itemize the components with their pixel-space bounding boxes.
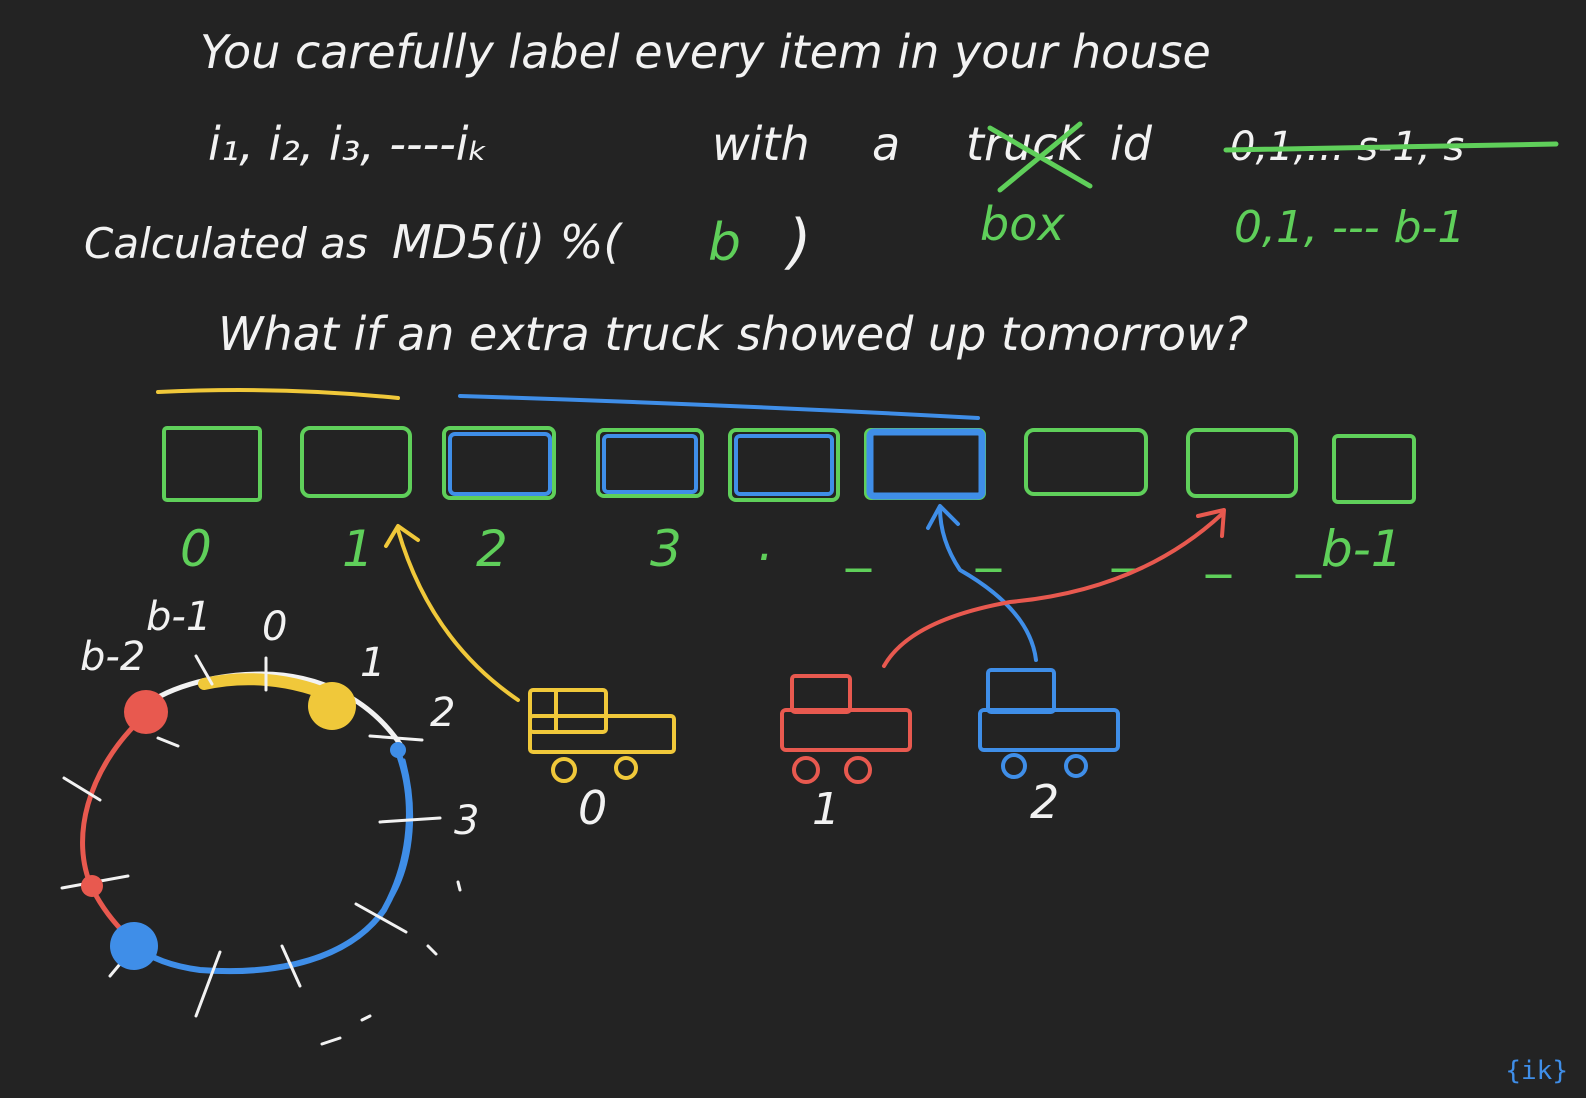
ring-node-blue-small <box>390 742 406 758</box>
ring-label-b-2: b-2 <box>80 634 145 680</box>
ring-labels: b-2 b-1 0 1 2 3 <box>80 594 479 844</box>
ring-label-3: 3 <box>454 798 479 844</box>
word-a: a <box>872 117 900 171</box>
box-4-blue <box>734 434 834 496</box>
truck-2-body <box>978 708 1120 752</box>
box-labels: 0 1 2 3 . _ _ _ _ _b-1 <box>180 514 1403 578</box>
truck-1-cab <box>790 674 852 714</box>
truck-2-cab <box>986 668 1056 714</box>
red-arrow <box>882 512 1224 668</box>
blue-arrowhead <box>926 504 960 530</box>
ring-blue-arc-2 <box>378 758 414 916</box>
box-8 <box>1332 434 1416 504</box>
item-sequence: i₁, i₂, i₃, ----iₖ <box>208 117 488 171</box>
ring-ticks <box>60 654 462 1046</box>
truck-2-wheel-2 <box>1064 754 1088 778</box>
box-label-2: 2 <box>476 520 508 578</box>
word-calculated-as: Calculated as <box>84 219 368 268</box>
box-label-0: 0 <box>180 520 212 578</box>
box-label-8: _ <box>1205 520 1232 578</box>
truck-0 <box>528 688 676 783</box>
text-line-1: You carefully label every item in your h… <box>200 25 1211 79</box>
truck-1-body <box>780 708 912 752</box>
truck-label-0: 0 <box>578 781 607 835</box>
brand-logo: {ik} <box>1505 1056 1568 1086</box>
blue-arrow <box>938 506 1038 662</box>
ring-blue-arc <box>133 749 412 975</box>
ring-label-b-1: b-1 <box>146 594 211 640</box>
box-label-1: 1 <box>342 520 374 578</box>
box-word: box <box>980 197 1065 251</box>
yellow-arrow <box>396 528 520 702</box>
old-range-strike <box>1223 141 1559 153</box>
box-2 <box>442 426 556 500</box>
truck-1 <box>780 674 912 784</box>
box-label-5: _ <box>845 514 872 572</box>
box-3 <box>596 428 704 498</box>
box-label-7: _ <box>1111 514 1138 572</box>
box-6 <box>1024 428 1148 496</box>
truck-0-body <box>528 714 676 754</box>
box-label-6: _ <box>975 514 1002 572</box>
truck-label-2: 2 <box>1030 775 1059 829</box>
truck-strike-x <box>987 121 1093 193</box>
box-7 <box>1186 428 1298 498</box>
ring-nodes <box>81 682 406 970</box>
truck-0-wheel-1 <box>551 757 577 783</box>
truck-1-wheel-2 <box>844 756 872 784</box>
box-5 <box>864 428 986 500</box>
question: What if an extra truck showed up tomorro… <box>218 307 1248 361</box>
box-row <box>162 426 1416 504</box>
truck-2 <box>978 668 1120 779</box>
ring-label-1: 1 <box>360 640 385 686</box>
new-range: 0,1, --- b-1 <box>1234 202 1465 253</box>
ring-label-2: 2 <box>430 690 455 736</box>
truck-0-cab <box>528 688 608 734</box>
truck-label-1: 1 <box>812 784 840 835</box>
box-label-4: . <box>758 514 774 572</box>
yellow-range-bar <box>156 388 400 400</box>
box-4 <box>728 428 840 502</box>
ring-node-yellow <box>308 682 356 730</box>
truck-arrows <box>384 504 1226 702</box>
truck-1-wheel-1 <box>792 756 820 784</box>
formula-b: b <box>708 213 741 273</box>
box-5-blue <box>866 428 986 500</box>
box-0 <box>162 426 262 502</box>
blue-range-bar <box>458 394 980 420</box>
word-with: with <box>712 117 810 171</box>
formula-close: ) <box>784 207 811 277</box>
yellow-arrowhead <box>384 524 420 548</box>
box-1 <box>300 426 412 498</box>
ring-node-red-2 <box>81 875 103 897</box>
red-arrowhead <box>1196 508 1226 538</box>
ring-node-blue-big <box>110 922 158 970</box>
word-truck-crossed: truck <box>966 117 1086 171</box>
ring-node-red-1 <box>124 690 168 734</box>
box-label-3: 3 <box>650 520 682 578</box>
box-2-blue <box>448 432 552 496</box>
box-label-9: _b-1 <box>1295 520 1403 578</box>
ring-label-0: 0 <box>262 604 287 650</box>
box-3-blue <box>602 434 698 494</box>
formula: MD5(i) %( <box>392 215 623 269</box>
word-id: id <box>1110 117 1153 171</box>
ring-red-arc <box>80 713 147 947</box>
truck-2-wheel-1 <box>1001 753 1027 779</box>
truck-0-wheel-2 <box>614 756 638 780</box>
